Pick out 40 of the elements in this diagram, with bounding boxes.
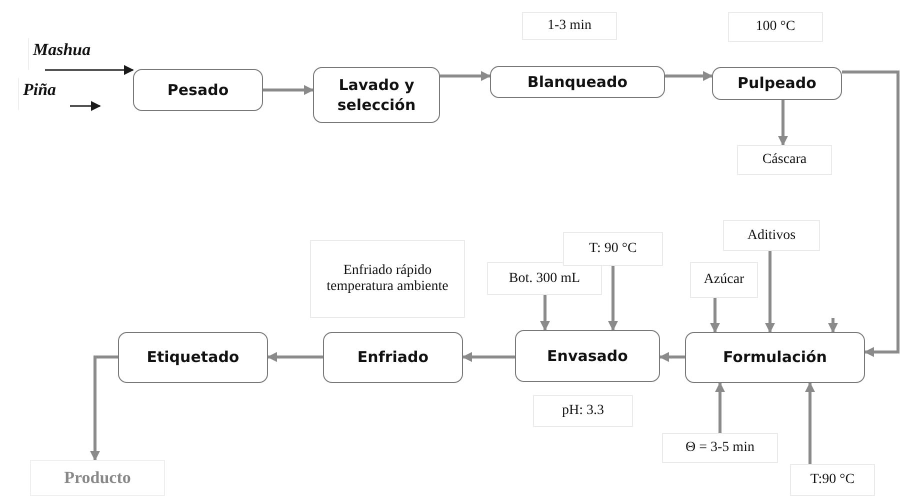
arrow [462,352,515,362]
parameter-box: 100 °C [728,12,823,42]
arrow [765,251,775,333]
arrow [608,266,618,331]
input-label: Mashua [33,40,91,60]
arrow [828,318,838,333]
process-box: Lavado y selección [313,67,440,123]
arrow [842,70,900,357]
arrow [659,352,685,362]
parameter-box: Cáscara [737,145,832,175]
arrow [710,298,720,333]
arrow [70,101,101,111]
arrow [665,71,713,81]
arrow [778,100,788,146]
parameter-box: T:90 °C [790,464,875,496]
process-box: Blanqueado [490,66,665,98]
arrow [45,65,134,75]
process-box: Formulación [685,332,865,383]
parameter-box: 1-3 min [522,12,617,40]
arrow [715,382,725,433]
arrow [90,356,118,461]
process-box: Pesado [133,69,263,111]
parameter-box: Enfriado rápido temperatura ambiente [310,240,465,318]
arrow [805,382,815,464]
process-box: Envasado [515,330,660,382]
process-box: Enfriado [323,332,463,383]
input-label: Piña [23,80,56,100]
arrow [263,85,314,95]
arrow [540,295,550,331]
parameter-box: Bot. 300 mL [487,262,602,295]
parameter-box: Aditivos [723,220,820,251]
arrow [440,71,491,81]
parameter-box: pH: 3.3 [533,395,633,427]
process-box: Pulpeado [712,67,842,100]
parameter-box: Azúcar [690,262,758,298]
arrow [267,352,323,362]
process-box: Etiquetado [118,332,268,383]
parameter-box: T: 90 °C [563,232,663,266]
output-label: Producto [30,460,165,496]
parameter-box: Θ = 3-5 min [662,433,778,463]
